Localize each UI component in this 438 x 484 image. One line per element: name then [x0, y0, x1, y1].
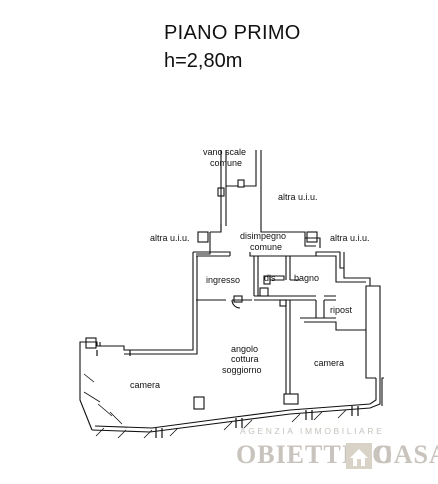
fixture-box	[233, 295, 243, 303]
stair-pillar	[237, 179, 245, 188]
watermark-brand-right: CASA	[374, 440, 438, 469]
apartment-wall-left	[79, 252, 198, 431]
label-angolo: angolo	[231, 344, 258, 354]
fixture-box	[85, 337, 97, 349]
ceiling-height: h=2,80m	[164, 50, 243, 72]
partition-camera	[285, 300, 291, 394]
label-altra-uiu-left: altra u.i.u.	[150, 233, 190, 243]
door-swing	[231, 299, 241, 309]
label-altra-uiu-top: altra u.i.u.	[278, 192, 318, 202]
label-disimpegno: disimpegno	[240, 231, 286, 241]
label-cottura: cottura	[231, 354, 259, 364]
watermark-tagline: AGENZIA IMMOBILIARE	[240, 426, 385, 436]
fixture-box	[259, 287, 269, 297]
label-ingresso: ingresso	[206, 275, 240, 285]
apartment-wall-east-inner	[335, 272, 366, 283]
window-hatch	[95, 409, 347, 439]
door-swing	[315, 300, 325, 318]
partition-ripost	[300, 317, 366, 331]
window-marker	[96, 350, 131, 356]
stair-pillar	[217, 187, 225, 197]
landing-wall	[196, 224, 321, 255]
balcony-line	[99, 342, 384, 406]
label-vano-scale: vano scale	[203, 147, 246, 157]
window-hatch	[83, 373, 123, 425]
fixture-box	[263, 275, 271, 285]
apartment-wall-east	[343, 268, 381, 379]
fixture-box	[283, 393, 299, 405]
label-camera-right: camera	[314, 358, 344, 368]
label-vano-scale-comune: comune	[210, 158, 242, 168]
fixture-box	[279, 299, 287, 307]
label-ripost: ripost	[330, 305, 353, 315]
label-bagno: bagno	[294, 273, 319, 283]
label-soggiorno: soggiorno	[222, 365, 262, 375]
partition-bagno	[254, 295, 336, 301]
label-dis: dis	[264, 273, 276, 283]
label-altra-uiu-right: altra u.i.u.	[330, 233, 370, 243]
fixture-box	[193, 396, 205, 410]
stair-wall	[220, 150, 262, 230]
apartment-wall-top-inner	[196, 255, 337, 272]
house-logo-icon	[346, 443, 372, 469]
landing-pillar	[197, 231, 209, 243]
label-disimpegno-comune: comune	[250, 242, 282, 252]
window-marker	[155, 406, 359, 438]
label-camera-left: camera	[130, 380, 160, 390]
landing-pillar	[306, 231, 318, 243]
floor-title: PIANO PRIMO	[164, 22, 301, 44]
